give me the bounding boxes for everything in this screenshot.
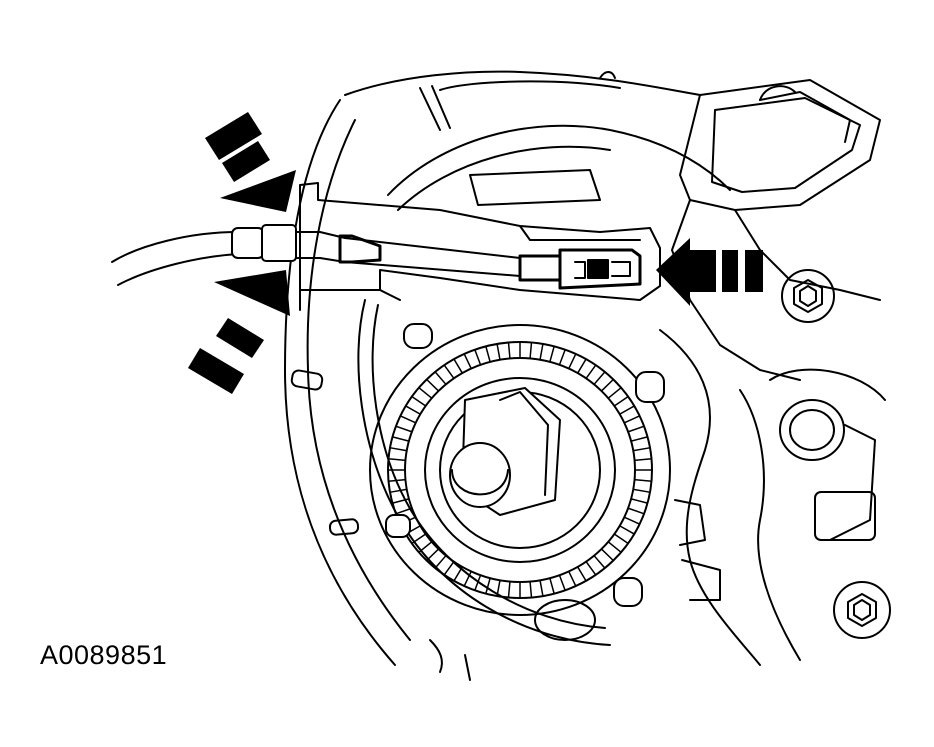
tone-ring-tooth — [411, 396, 426, 407]
tone-ring-tooth — [633, 488, 650, 493]
tone-ring-tooth — [485, 577, 491, 594]
tone-ring-tooth — [631, 436, 648, 442]
caliper-bolt-upper — [781, 269, 835, 323]
tone-ring-tooth — [388, 458, 406, 461]
dashed-arrow-icon-upper-left — [205, 112, 296, 212]
tone-ring-tooth — [585, 561, 596, 575]
tone-ring-tooth — [529, 581, 533, 598]
backing-plate — [284, 70, 701, 681]
tone-ring-tooth — [474, 349, 482, 366]
dashed-arrow-icon-lower-left — [188, 270, 290, 394]
brake-disc — [357, 124, 731, 646]
tone-ring-tooth — [496, 580, 501, 596]
caliper-bolt-lower — [833, 581, 891, 639]
tone-ring-tooth — [418, 387, 432, 399]
tone-ring-tooth — [463, 571, 472, 586]
tone-ring-tooth — [631, 498, 648, 504]
tone-ring-tooth — [601, 379, 614, 392]
hub-bearing-boss — [769, 368, 886, 541]
tone-ring-tooth — [634, 479, 652, 482]
tone-ring-tooth — [568, 571, 577, 586]
tone-ring-tooth — [593, 555, 605, 569]
tone-ring-tooth — [405, 405, 421, 415]
tone-ring-tooth — [474, 574, 482, 591]
tone-ring-tooth — [558, 349, 566, 366]
tone-ring-tooth — [624, 516, 640, 525]
tone-ring-tooth — [392, 498, 409, 504]
tone-ring-tooth — [392, 436, 409, 442]
wheel-studs — [385, 323, 665, 641]
tone-ring-tooth — [539, 344, 544, 360]
tone-ring-tooth — [614, 533, 629, 544]
tone-ring-tooth — [593, 371, 605, 385]
tone-ring-tooth — [628, 425, 644, 433]
tone-ring-tooth — [396, 507, 412, 515]
tone-ring-tooth — [624, 415, 640, 424]
tone-ring-tooth — [633, 447, 650, 452]
tone-ring-tooth — [619, 525, 635, 535]
tone-ring-tooth — [390, 488, 407, 493]
tone-ring-tooth — [390, 447, 407, 452]
tone-ring-tooth — [435, 555, 447, 569]
tone-ring-tooth — [507, 342, 511, 359]
tone-ring-tooth — [388, 479, 406, 482]
tone-ring-tooth — [549, 346, 555, 363]
tone-ring-tooth — [634, 458, 652, 461]
tone-ring-tooth — [628, 507, 644, 515]
sensor-bracket — [299, 182, 661, 311]
tone-ring-tooth — [549, 577, 555, 594]
tone-ring-tooth — [507, 581, 511, 598]
tone-ring-tooth — [608, 541, 622, 553]
tone-ring-tooth — [558, 574, 566, 591]
tone-ring-tooth — [435, 371, 447, 385]
figure-id-label: A0089851 — [40, 640, 168, 670]
tone-ring-tooth — [453, 359, 463, 374]
tone-ring-tooth — [400, 415, 416, 424]
steering-knuckle — [659, 79, 881, 666]
tone-ring-tooth — [463, 354, 472, 369]
tone-ring-tooth — [426, 548, 439, 561]
tone-ring-tooth — [426, 379, 439, 392]
tone-ring-tooth — [496, 344, 501, 360]
tone-ring-tooth — [577, 566, 587, 581]
tone-ring-tooth — [601, 548, 614, 561]
hub-nut — [449, 387, 561, 516]
tone-ring-tooth — [585, 365, 596, 379]
tone-ring-tooth — [485, 346, 491, 363]
tone-ring-tooth — [614, 396, 629, 407]
tone-ring-tooth — [529, 342, 533, 359]
tone-ring-tooth — [577, 359, 587, 374]
tone-ring-tooth — [568, 354, 577, 369]
tone-ring-tooth — [418, 541, 432, 553]
tone-ring-tooth — [539, 580, 544, 596]
tone-ring-tooth — [619, 405, 635, 415]
tone-ring-tooth — [444, 561, 455, 575]
tone-ring-tooth — [411, 533, 426, 544]
tone-ring-tooth — [396, 425, 412, 433]
sensor-harness-cable — [111, 224, 642, 290]
tone-ring-tooth — [453, 566, 463, 581]
tone-ring-tooth — [444, 365, 455, 379]
dashed-arrow-icon-right — [656, 238, 763, 306]
tone-ring-tooth — [608, 387, 622, 399]
